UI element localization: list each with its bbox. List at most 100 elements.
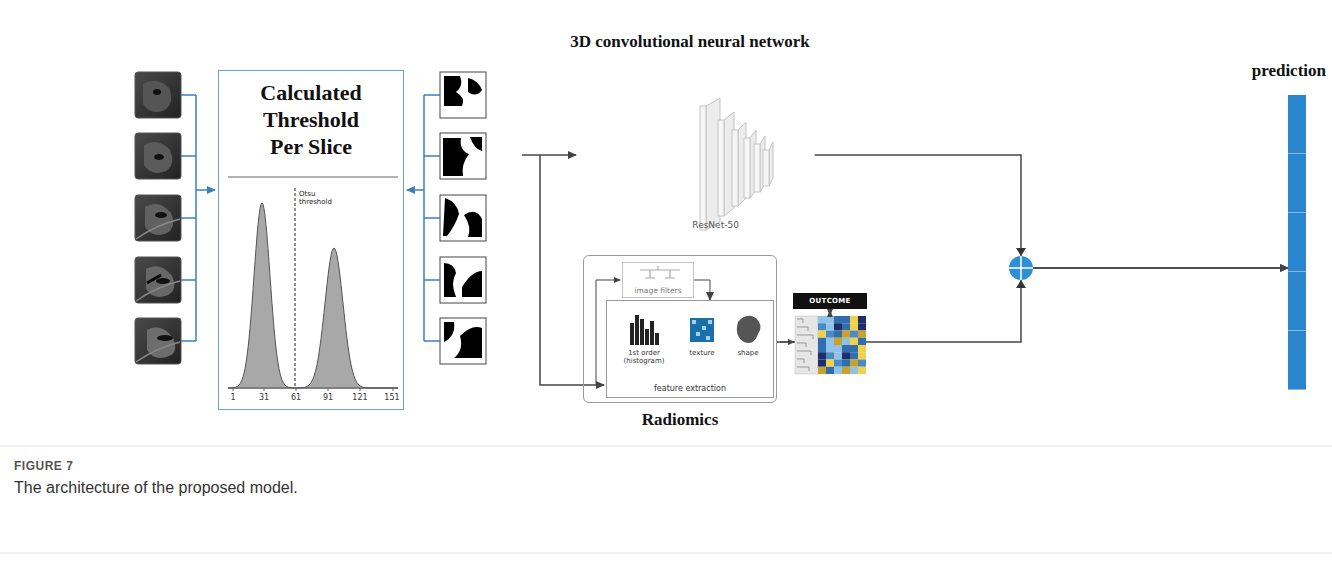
heatmap-cell: [826, 323, 834, 330]
mask-region: [443, 198, 482, 237]
collector-line: [424, 217, 440, 219]
heatmap-cell: [850, 316, 858, 323]
fusion-arrowhead: [1016, 280, 1026, 288]
network-layer: [732, 130, 738, 206]
box-label: feature extraction: [654, 384, 726, 394]
heatmap-cell: [818, 316, 826, 323]
texture-icon: [708, 320, 712, 324]
flow-arrow: [780, 341, 794, 342]
heatmap-cell: [826, 360, 834, 367]
figure-rule: [0, 446, 1332, 447]
network-layer: [718, 120, 724, 216]
histogram-icon: [640, 319, 644, 345]
figure-caption: The architecture of the proposed model.: [14, 478, 1214, 498]
histogram-icon: [655, 333, 659, 345]
feature-label: 1st order (histogram): [616, 349, 672, 365]
axis-label: 91: [316, 393, 340, 403]
prediction-bar: prediction: [1288, 95, 1306, 390]
texture-icon: [702, 326, 706, 330]
ct-slice: [135, 195, 181, 241]
heatmap-cell: [818, 360, 826, 367]
connector-arrow: [815, 155, 1288, 268]
axis-tick: [393, 388, 394, 391]
heatmap-cell: [834, 338, 842, 345]
shape-icon: [737, 316, 761, 343]
heatmap-cell: [842, 331, 850, 338]
tissue-shape: [144, 142, 172, 173]
axis-label: 31: [252, 393, 276, 403]
heatmap-cell: [842, 338, 850, 345]
heatmap-cell: [842, 367, 850, 374]
tissue-shape: [143, 81, 171, 112]
rib-edge: [136, 281, 180, 301]
threshold-box: Calculated Threshold Per Slice: [218, 70, 404, 410]
figure-rule: [0, 553, 1332, 554]
mask-slice: [440, 195, 486, 241]
cnn-block: 3D convolutional neural networkResNet-50: [565, 30, 814, 236]
axis-tick: [233, 388, 234, 391]
heatmap-cell: [858, 338, 866, 345]
heatmap-cell: [850, 352, 858, 359]
texture-icon: [690, 318, 714, 342]
collector-line: [181, 340, 196, 342]
collector-line: [181, 155, 196, 157]
heatmap-cell: [842, 360, 850, 367]
mask-slice: [440, 72, 486, 118]
network-layer: [744, 138, 750, 198]
dendrogram: [797, 335, 813, 339]
heatmap-cell: [858, 316, 866, 323]
heatmap-cell: [850, 345, 858, 352]
rib-edge: [136, 219, 180, 239]
airway-spot: [155, 212, 167, 218]
heatmap-cell: [834, 331, 842, 338]
collector-line: [181, 217, 196, 219]
heatmap-cell: [818, 352, 826, 359]
mask-region: [444, 322, 482, 358]
heatmap-cell: [826, 345, 834, 352]
filter-icon: [640, 266, 680, 278]
threshold-line: [295, 188, 296, 388]
input-arrow: [196, 189, 215, 191]
axis-label: 121: [348, 393, 372, 403]
network-layer: [763, 150, 769, 186]
airway-spot: [153, 89, 161, 95]
heatmap-cell: [858, 331, 866, 338]
collector-line: [424, 155, 440, 157]
heatmap-cell: [818, 331, 826, 338]
axis-label: 151: [380, 393, 404, 403]
fusion-arrowhead: [1016, 248, 1026, 256]
box-label: image filters: [634, 286, 681, 295]
heatmap-cell: [834, 367, 842, 374]
heatmap-cell: [818, 338, 826, 345]
fusion-circle: [1009, 256, 1033, 280]
rib-edge: [136, 342, 180, 362]
heatmap-cell: [834, 360, 842, 367]
flow-arrow: [540, 155, 604, 385]
heatmap-cell: [826, 331, 834, 338]
heatmap-cell: [858, 323, 866, 330]
axis-tick: [328, 388, 329, 391]
collector-line: [181, 94, 196, 96]
heatmap-cell: [850, 331, 858, 338]
ct-slice: [135, 133, 181, 179]
heatmap-cell: [858, 352, 866, 359]
heatmap-cell: [826, 367, 834, 374]
box-title: Calculated Threshold Per Slice: [248, 79, 374, 160]
axis-tick: [296, 388, 297, 391]
dendrogram: [797, 367, 809, 371]
mask-region: [444, 76, 482, 106]
mask-slice: [440, 257, 486, 303]
heatmap-cell: [850, 360, 858, 367]
heatmap-cell: [818, 367, 826, 374]
histogram-icon: [630, 323, 634, 345]
plot-frame: [228, 176, 398, 178]
heatmap-cell: [842, 352, 850, 359]
outcome-tag: OUTCOME: [793, 293, 867, 309]
heatmap-cell: [858, 345, 866, 352]
airway-spot: [156, 278, 170, 284]
dendrogram: [797, 351, 811, 355]
collector-line: [424, 94, 440, 96]
heatmap-cell: [858, 360, 866, 367]
